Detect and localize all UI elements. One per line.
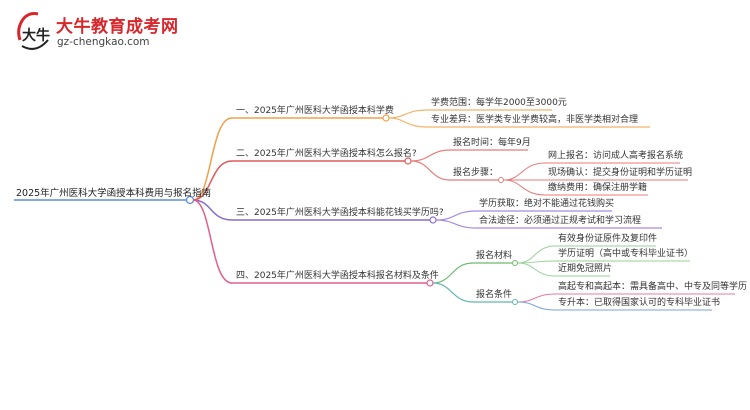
- branch-1-connector: [192, 117, 233, 201]
- branch-4-connector: [192, 199, 233, 284]
- brand-name: 大牛教育成考网: [56, 17, 179, 37]
- b4-leaf-1-connector: [517, 245, 556, 264]
- b2-child-1-label: 报名时间：每年9月: [453, 138, 531, 148]
- b3-child-2-label: 合法途径：必须通过正规考试和学习流程: [479, 216, 642, 226]
- brand-logo: 大牛 大牛教育成考网 gz-chengkao.com: [14, 10, 178, 54]
- b2-leaf-2-label: 现场确认：提交身份证明和学历证明: [548, 168, 693, 178]
- b2-leaf-3-connector: [503, 179, 546, 196]
- b2-leaf-1-label: 网上报名：访问成人高考报名系统: [548, 151, 684, 161]
- b2-child-2-label: 报名步骤：: [453, 168, 499, 178]
- branch-3-connector: [192, 199, 233, 221]
- b4-leaf-3-label: 近期免冠照片: [558, 264, 613, 274]
- b4-leaf-1-label: 有效身份证原件及复印件: [558, 234, 658, 244]
- b4-leaf-4-label: 高起专和高起本：需具备高中、中专及同等学历: [558, 282, 748, 292]
- branch-1-label: 一、2025年广州医科大学函授本科学费: [236, 106, 394, 116]
- bull-logo-icon: 大牛: [17, 12, 50, 50]
- b2-child-2-connector: [410, 160, 451, 181]
- b4-child-1-label: 报名材料: [476, 251, 513, 261]
- b1-child-1-connector: [388, 109, 429, 119]
- root-node-label: 2025年广州医科大学函授本科费用与报名指南: [16, 188, 212, 199]
- b4-child-2-dot: [512, 299, 518, 305]
- svg-text:大牛: 大牛: [22, 27, 50, 44]
- b2-leaf-1-connector: [503, 162, 546, 181]
- b4-child-1-connector: [432, 262, 474, 284]
- branch-3-label: 三、2025年广州医科大学函授本科能花钱买学历吗?: [236, 208, 444, 218]
- b2-child-2-dot: [498, 177, 504, 183]
- b1-child-2-connector: [388, 117, 429, 128]
- branch-2-label: 二、2025年广州医科大学函授本科怎么报名?: [236, 149, 417, 159]
- branch-4-label: 四、2025年广州医科大学函授本科报名材料及条件: [236, 271, 439, 281]
- b2-leaf-3-label: 缴纳费用：确保注册学籍: [548, 183, 648, 193]
- b4-leaf-5-label: 专升本：已取得国家认可的专科毕业证书: [558, 298, 721, 308]
- b1-child-1-label: 学费范围：每学年2000至3000元: [431, 98, 567, 108]
- b4-leaf-4-connector: [517, 293, 556, 303]
- b3-child-2-connector: [435, 219, 477, 229]
- b4-child-2-connector: [432, 282, 474, 303]
- brand-url: gz-chengkao.com: [57, 36, 150, 48]
- b4-leaf-2-label: 学历证明（高中或专科毕业证书）: [558, 249, 694, 259]
- b4-child-2-label: 报名条件: [476, 290, 513, 300]
- b4-leaf-3-connector: [517, 262, 556, 277]
- b3-child-1-label: 学历获取：绝对不能通过花钱购买: [479, 199, 615, 209]
- b4-leaf-5-connector: [517, 301, 556, 311]
- b4-child-1-dot: [512, 260, 518, 266]
- branch-2-connector: [192, 160, 233, 201]
- b1-child-2-label: 专业差异：医学类专业学费较高，非医学类相对合理: [431, 115, 639, 125]
- b2-child-1-connector: [410, 149, 451, 162]
